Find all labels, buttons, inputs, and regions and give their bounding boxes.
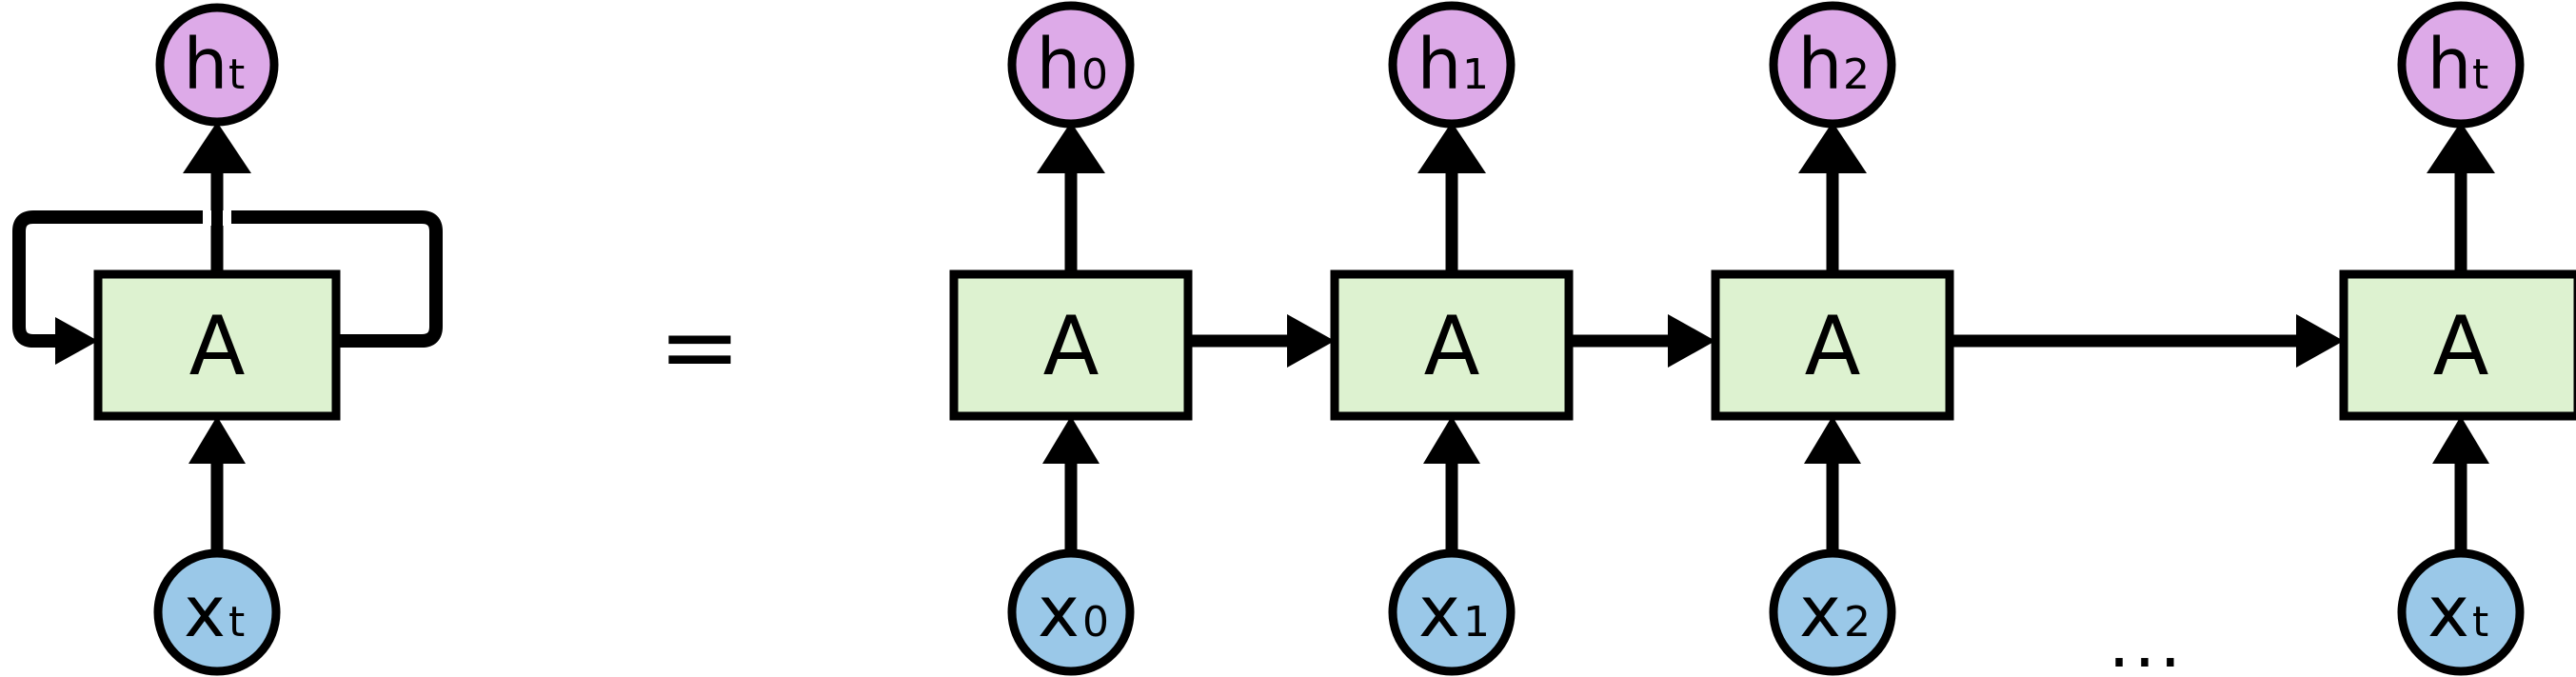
step-0-output-node-base: h <box>1037 24 1081 106</box>
step-0-output-node <box>1007 1 1135 129</box>
unrolled-step-0: A h 0 x 0 <box>949 1 1193 676</box>
step-2-output-node-subscript: 2 <box>1843 50 1870 99</box>
step-0-input-node-subscript: 0 <box>1082 598 1109 647</box>
step-t-input-node <box>2397 548 2525 676</box>
step-0-cell-box <box>949 269 1193 421</box>
folded-cell-label: A <box>189 299 246 394</box>
step-2-input-node <box>1769 548 1896 676</box>
step-2-cell-box <box>1711 269 1954 421</box>
step-0-cell-label: A <box>1043 299 1100 394</box>
loop-crossing-gap-right <box>223 210 231 226</box>
folded-input-node-base: x <box>184 571 226 653</box>
step-1-input-node <box>1388 548 1516 676</box>
step-0-input-node-base: x <box>1038 571 1080 653</box>
step-2-output-node-base: h <box>1798 24 1843 106</box>
unrolled-step-2: A h 2 x 2 <box>1711 1 1954 676</box>
folded-input-arrowhead <box>188 416 246 464</box>
folded-input-node-subscript: t <box>228 598 245 647</box>
step-1-input-node-subscript: 1 <box>1463 598 1490 647</box>
step-2-input-node-base: x <box>1799 571 1841 653</box>
unrolled-edge-0-to-1-arrowhead <box>1287 314 1335 368</box>
step-0-output-node-subscript: 0 <box>1081 50 1108 99</box>
step-2-output-arrowhead <box>1798 122 1867 173</box>
step-2-input-arrowhead <box>1804 416 1861 464</box>
step-0-input-arrowhead <box>1042 416 1100 464</box>
step-1-input-arrowhead <box>1423 416 1480 464</box>
equals-sign: = <box>658 289 741 405</box>
loop-crossing-gap-left <box>203 210 211 226</box>
step-2-input-node-subscript: 2 <box>1844 598 1871 647</box>
step-t-output-node-base: h <box>2427 24 2472 106</box>
unrolled-rnn-group: A h 0 x 0 A h 1 x 1 <box>949 1 2576 677</box>
folded-output-node-base: h <box>184 24 228 106</box>
step-1-input-node-base: x <box>1418 571 1460 653</box>
unrolled-step-1: A h 1 x 1 <box>1330 1 1574 676</box>
folded-input-node <box>153 548 281 676</box>
step-1-output-node-subscript: 1 <box>1462 50 1489 99</box>
step-1-output-node <box>1388 1 1516 129</box>
folded-output-node-subscript: t <box>228 50 245 99</box>
step-2-cell-label: A <box>1805 299 1861 394</box>
step-t-cell-label: A <box>2433 299 2489 394</box>
step-1-output-node-base: h <box>1417 24 1462 106</box>
step-1-cell-box <box>1330 269 1574 421</box>
step-t-output-node-subscript: t <box>2472 50 2488 99</box>
step-t-input-node-subscript: t <box>2472 598 2488 647</box>
folded-output-arrowhead <box>183 122 251 173</box>
step-t-output-node <box>2397 1 2525 129</box>
step-t-output-arrowhead <box>2427 122 2495 173</box>
step-t-input-arrowhead <box>2432 416 2489 464</box>
unrolled-step-t: A h t x t <box>2339 1 2576 676</box>
step-t-input-node-base: x <box>2427 571 2469 653</box>
unrolled-edge-1-to-2-arrowhead <box>1668 314 1715 368</box>
folded-output-node <box>155 3 279 127</box>
step-1-cell-label: A <box>1424 299 1480 394</box>
folded-cell-box <box>93 269 341 421</box>
folded-rnn-group: A h t x t <box>12 3 443 676</box>
sequence-ellipsis: ... <box>2109 603 2186 677</box>
step-0-input-node <box>1007 548 1135 676</box>
recurrent-loop-arrowhead <box>55 317 98 365</box>
unrolled-edge-2-to-t-arrowhead <box>2296 314 2344 368</box>
step-1-output-arrowhead <box>1417 122 1486 173</box>
step-0-output-arrowhead <box>1037 122 1105 173</box>
step-2-output-node <box>1769 1 1896 129</box>
step-t-cell-box <box>2339 269 2576 421</box>
